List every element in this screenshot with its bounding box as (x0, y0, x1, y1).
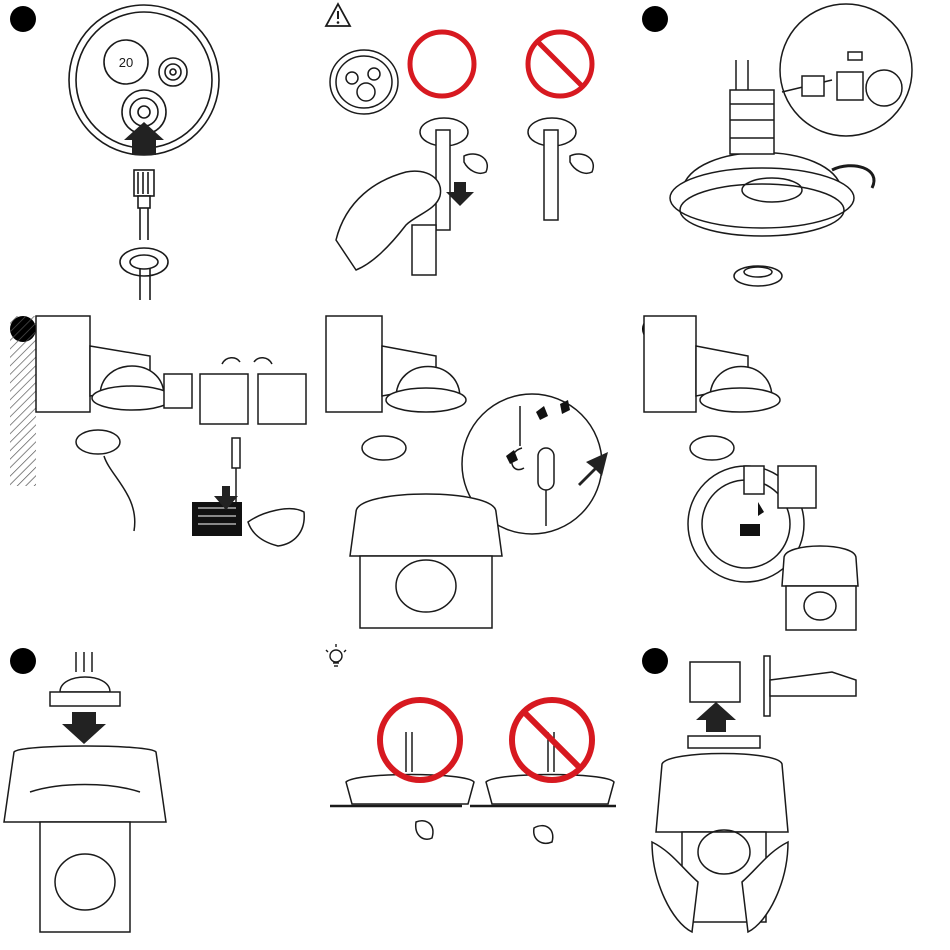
panel-6-connect-wires (632, 316, 948, 632)
panel-2-pull-caution (316, 0, 632, 316)
terminal-block-dark (192, 502, 242, 536)
up-arrow-icon (696, 702, 736, 732)
panel-5-safety-hook (316, 316, 632, 632)
correct-circle-icon (410, 32, 474, 96)
panel-9-drawing (632, 632, 948, 948)
wall (10, 316, 36, 486)
prohibited-icon (512, 700, 592, 780)
panel-3-drawing (632, 0, 948, 316)
plate-label: 20 (119, 55, 133, 70)
panel-4-wiring (0, 316, 316, 632)
panel-8-tip (316, 632, 632, 948)
panel-7-drawing (0, 632, 316, 948)
panel-3-tighten-gland (632, 0, 948, 316)
panel-1-drawing: 20 (0, 0, 316, 316)
panel-9-remove-camera (632, 632, 948, 948)
prohibited-icon (528, 32, 592, 96)
panel-2-drawing (316, 0, 632, 316)
panel-5-drawing (316, 316, 632, 632)
lightbulb-icon (326, 644, 346, 666)
hand (248, 509, 304, 546)
panel-8-drawing (316, 632, 632, 948)
panel-6-drawing (632, 316, 948, 632)
panel-4-drawing (0, 316, 316, 632)
warning-icon (326, 4, 350, 26)
down-arrow-icon (62, 712, 106, 744)
panel-7-mount-camera (0, 632, 316, 948)
panel-1-insert-cable: 20 (0, 0, 316, 316)
correct-circle-icon (380, 700, 460, 780)
